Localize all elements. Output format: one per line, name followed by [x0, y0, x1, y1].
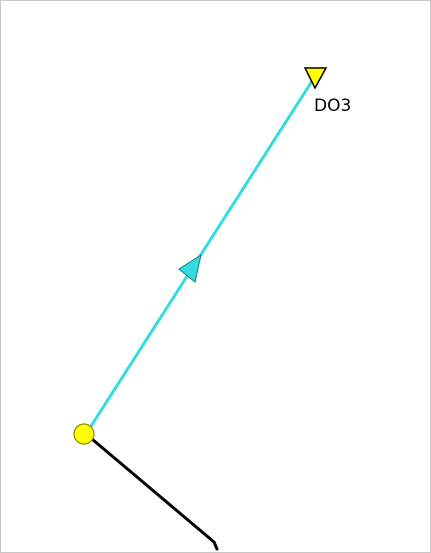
- outlet-triangle-icon[interactable]: [303, 67, 328, 90]
- node-do3-label: DO3: [314, 96, 351, 116]
- link-black[interactable]: [84, 432, 219, 551]
- node-do3[interactable]: DO3: [303, 67, 351, 116]
- flow-direction-arrow-icon: [178, 253, 202, 283]
- link-black-line[interactable]: [84, 432, 219, 551]
- junction-circle-icon[interactable]: [73, 423, 95, 445]
- link-cyan[interactable]: [84, 76, 316, 436]
